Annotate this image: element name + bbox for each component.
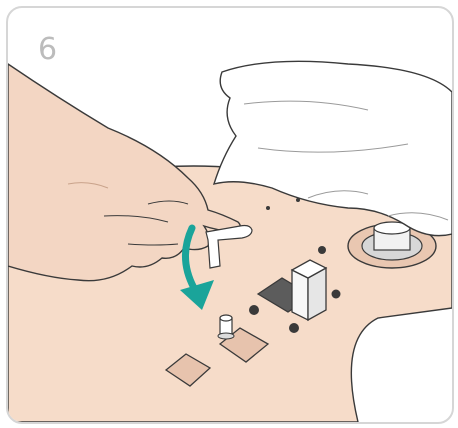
rod-holder (292, 260, 326, 320)
peg-inserted (218, 315, 234, 339)
instruction-panel: 6 (6, 6, 454, 424)
hole (266, 206, 270, 210)
hole (318, 246, 326, 254)
hole (332, 290, 341, 299)
hole (289, 323, 299, 333)
hole (249, 305, 259, 315)
instruction-illustration (8, 8, 452, 422)
